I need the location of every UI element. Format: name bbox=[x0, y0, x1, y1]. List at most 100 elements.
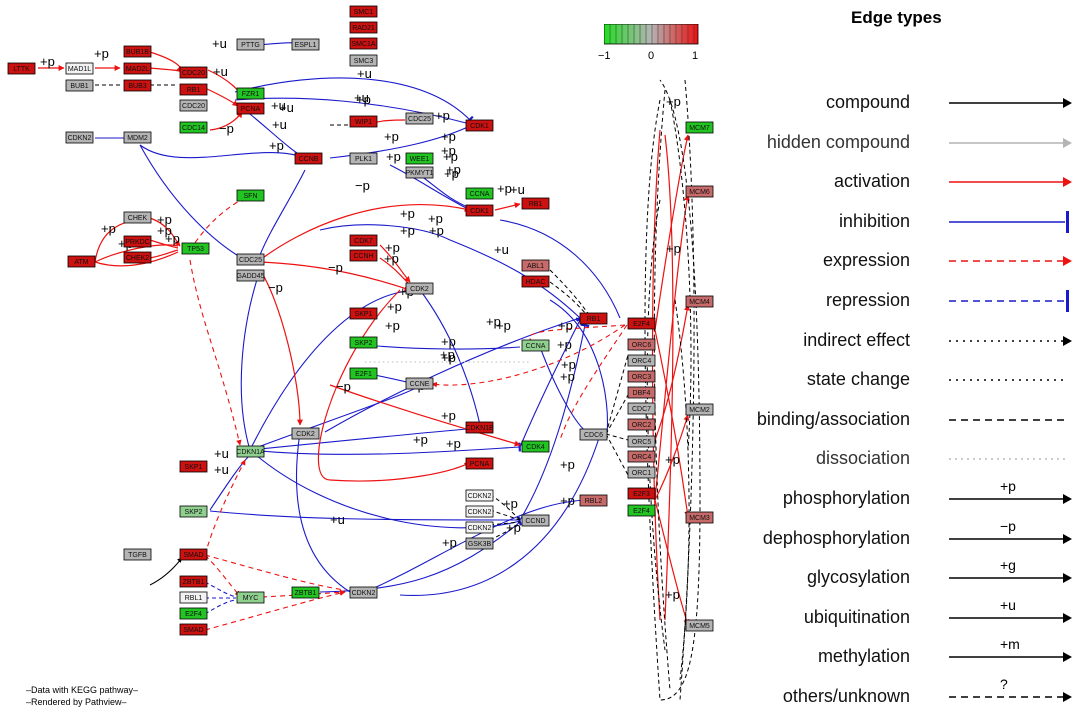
gene-node-cdc20[interactable]: CDC20 bbox=[179, 99, 208, 112]
gene-node-chek2[interactable]: CHEK2 bbox=[123, 251, 152, 264]
gene-node-ccne[interactable]: CCNE bbox=[405, 377, 434, 390]
gene-node-dbf4[interactable]: DBF4 bbox=[627, 386, 656, 399]
edge-modification-label: +u bbox=[279, 100, 294, 115]
gene-node-e2f4[interactable]: E2F4 bbox=[627, 504, 656, 517]
gene-node-zbtb1[interactable]: ZBTB1 bbox=[179, 575, 208, 588]
gene-node-box bbox=[236, 189, 265, 202]
gene-node-cdk2[interactable]: CDK2 bbox=[405, 282, 434, 295]
gene-node-rb1[interactable]: RB1 bbox=[521, 197, 550, 210]
gene-node-gadd45[interactable]: GADD45 bbox=[236, 269, 265, 282]
gene-node-cdc6[interactable]: CDC6 bbox=[579, 428, 608, 441]
gene-node-cdc7[interactable]: CDC7 bbox=[627, 402, 656, 415]
gene-node-lttk[interactable]: LTTK bbox=[7, 62, 36, 75]
gene-node-rbl1[interactable]: RBL1 bbox=[179, 591, 208, 604]
gene-node-orc4[interactable]: ORC4 bbox=[627, 354, 656, 367]
gene-node-cdc14[interactable]: CDC14 bbox=[179, 121, 208, 134]
gene-node-mcm3[interactable]: MCM3 bbox=[685, 511, 714, 524]
gene-node-box bbox=[465, 187, 494, 200]
gene-node-mcm2[interactable]: MCM2 bbox=[685, 403, 714, 416]
gene-node-box bbox=[349, 586, 378, 599]
gene-node-bub3[interactable]: BUB3 bbox=[123, 79, 152, 92]
gene-node-skp1[interactable]: SKP1 bbox=[349, 307, 378, 320]
gene-node-ccnd[interactable]: CCND bbox=[521, 514, 550, 527]
gene-node-wee1[interactable]: WEE1 bbox=[405, 152, 434, 165]
gene-node-orc5[interactable]: ORC5 bbox=[627, 435, 656, 448]
gene-node-orc4[interactable]: ORC4 bbox=[627, 450, 656, 463]
gene-node-hdac[interactable]: HDAC bbox=[521, 275, 550, 288]
gene-node-wip1[interactable]: WIP1 bbox=[349, 115, 378, 128]
gene-node-rad21[interactable]: RAD21 bbox=[349, 21, 378, 34]
gene-node-cdc25[interactable]: CDC25 bbox=[236, 253, 265, 266]
gene-node-cdkn2[interactable]: CDKN2 bbox=[349, 586, 378, 599]
gene-node-cdc20[interactable]: CDC20 bbox=[179, 66, 208, 79]
gene-node-mad2l[interactable]: MAD2L bbox=[123, 62, 152, 75]
gene-node-rbl2[interactable]: RBL2 bbox=[579, 494, 608, 507]
gene-node-orc2[interactable]: ORC2 bbox=[627, 418, 656, 431]
gene-node-cdk2[interactable]: CDK2 bbox=[291, 427, 320, 440]
gene-node-e2f4[interactable]: E2F4 bbox=[179, 607, 208, 620]
gene-node-mcm6[interactable]: MCM6 bbox=[685, 185, 714, 198]
gene-node-fzr1[interactable]: FZR1 bbox=[236, 87, 265, 100]
gene-node-atm[interactable]: ATM bbox=[67, 255, 96, 268]
gene-node-abl1[interactable]: ABL1 bbox=[521, 259, 550, 272]
gene-node-bub1[interactable]: BUB1 bbox=[65, 79, 94, 92]
gene-node-label: ORC5 bbox=[632, 439, 652, 446]
gene-node-label: SKP1 bbox=[185, 464, 203, 471]
gene-node-pcna[interactable]: PCNA bbox=[236, 102, 265, 115]
gene-node-mcm7[interactable]: MCM7 bbox=[685, 121, 714, 134]
gene-node-skp2[interactable]: SKP2 bbox=[179, 505, 208, 518]
gene-node-cdk1[interactable]: CDK1 bbox=[465, 204, 494, 217]
gene-node-tgfb[interactable]: TGFB bbox=[123, 548, 152, 561]
gene-node-e2f4[interactable]: E2F4 bbox=[627, 317, 656, 330]
gene-node-gsk3b[interactable]: GSK3B bbox=[465, 537, 494, 550]
gene-node-cdkn1a[interactable]: CDKN1A bbox=[236, 445, 265, 458]
gene-node-pkmyt1[interactable]: PKMYT1 bbox=[405, 166, 434, 179]
gene-node-sfn[interactable]: SFN bbox=[236, 189, 265, 202]
gene-node-bub1b[interactable]: BUB1B bbox=[123, 45, 152, 58]
gene-node-smc3[interactable]: SMC3 bbox=[349, 54, 378, 67]
gene-node-cdkn2[interactable]: CDKN2 bbox=[65, 131, 94, 144]
gene-node-plk1[interactable]: PLK1 bbox=[349, 152, 378, 165]
gene-node-tp53[interactable]: TP53 bbox=[181, 242, 210, 255]
gene-node-smad[interactable]: SMAD bbox=[179, 548, 208, 561]
gene-node-cdkn1b[interactable]: CDKN1B bbox=[465, 421, 494, 434]
gene-node-smc1[interactable]: SMC1 bbox=[349, 5, 378, 18]
gene-node-ccnb[interactable]: CCNB bbox=[294, 152, 323, 165]
gene-node-pcna[interactable]: PCNA bbox=[465, 457, 494, 470]
gene-node-rb1[interactable]: RB1 bbox=[579, 312, 608, 325]
gene-node-pttg[interactable]: PTTG bbox=[236, 38, 265, 51]
gene-node-cdk1[interactable]: CDK1 bbox=[465, 119, 494, 132]
color-scale-bar: −1 0 1 bbox=[598, 23, 700, 62]
gene-node-chek[interactable]: CHEK bbox=[123, 211, 152, 224]
gene-node-zbtb1[interactable]: ZBTB1 bbox=[291, 586, 320, 599]
gene-node-cdc25[interactable]: CDC25 bbox=[405, 112, 434, 125]
gene-node-cdk4[interactable]: CDK4 bbox=[521, 440, 550, 453]
gene-node-espl1[interactable]: ESPL1 bbox=[291, 38, 320, 51]
gene-node-e2f1[interactable]: E2F1 bbox=[349, 367, 378, 380]
gene-node-mcm4[interactable]: MCM4 bbox=[685, 295, 714, 308]
gene-node-cdkn2[interactable]: CDKN2 bbox=[465, 505, 494, 518]
gene-node-prkdc[interactable]: PRKDC bbox=[123, 235, 152, 248]
gene-node-ccna[interactable]: CCNA bbox=[465, 187, 494, 200]
gene-node-ccnh[interactable]: CCNH bbox=[349, 249, 378, 262]
gene-node-mdm2[interactable]: MDM2 bbox=[123, 131, 152, 144]
gene-node-skp1[interactable]: SKP1 bbox=[179, 460, 208, 473]
gene-node-rb1[interactable]: RB1 bbox=[179, 83, 208, 96]
gene-node-orc6[interactable]: ORC6 bbox=[627, 338, 656, 351]
gene-node-e2f3[interactable]: E2F3 bbox=[627, 487, 656, 500]
gene-node-ccna[interactable]: CCNA bbox=[521, 339, 550, 352]
gene-node-cdkn2[interactable]: CDKN2 bbox=[465, 521, 494, 534]
gene-node-box bbox=[123, 548, 152, 561]
gene-node-mcm5[interactable]: MCM5 bbox=[685, 619, 714, 632]
gene-node-cdk7[interactable]: CDK7 bbox=[349, 234, 378, 247]
gene-node-cdkn2[interactable]: CDKN2 bbox=[465, 489, 494, 502]
gene-node-orc1[interactable]: ORC1 bbox=[627, 466, 656, 479]
gene-node-box bbox=[236, 445, 265, 458]
gene-node-label: TP53 bbox=[187, 246, 204, 253]
gene-node-mad1l[interactable]: MAD1L bbox=[65, 62, 94, 75]
gene-node-smad[interactable]: SMAD bbox=[179, 623, 208, 636]
gene-node-smc1a[interactable]: SMC1A bbox=[349, 37, 378, 50]
gene-node-myc[interactable]: MYC bbox=[236, 591, 265, 604]
gene-node-skp2[interactable]: SKP2 bbox=[349, 336, 378, 349]
gene-node-orc3[interactable]: ORC3 bbox=[627, 370, 656, 383]
